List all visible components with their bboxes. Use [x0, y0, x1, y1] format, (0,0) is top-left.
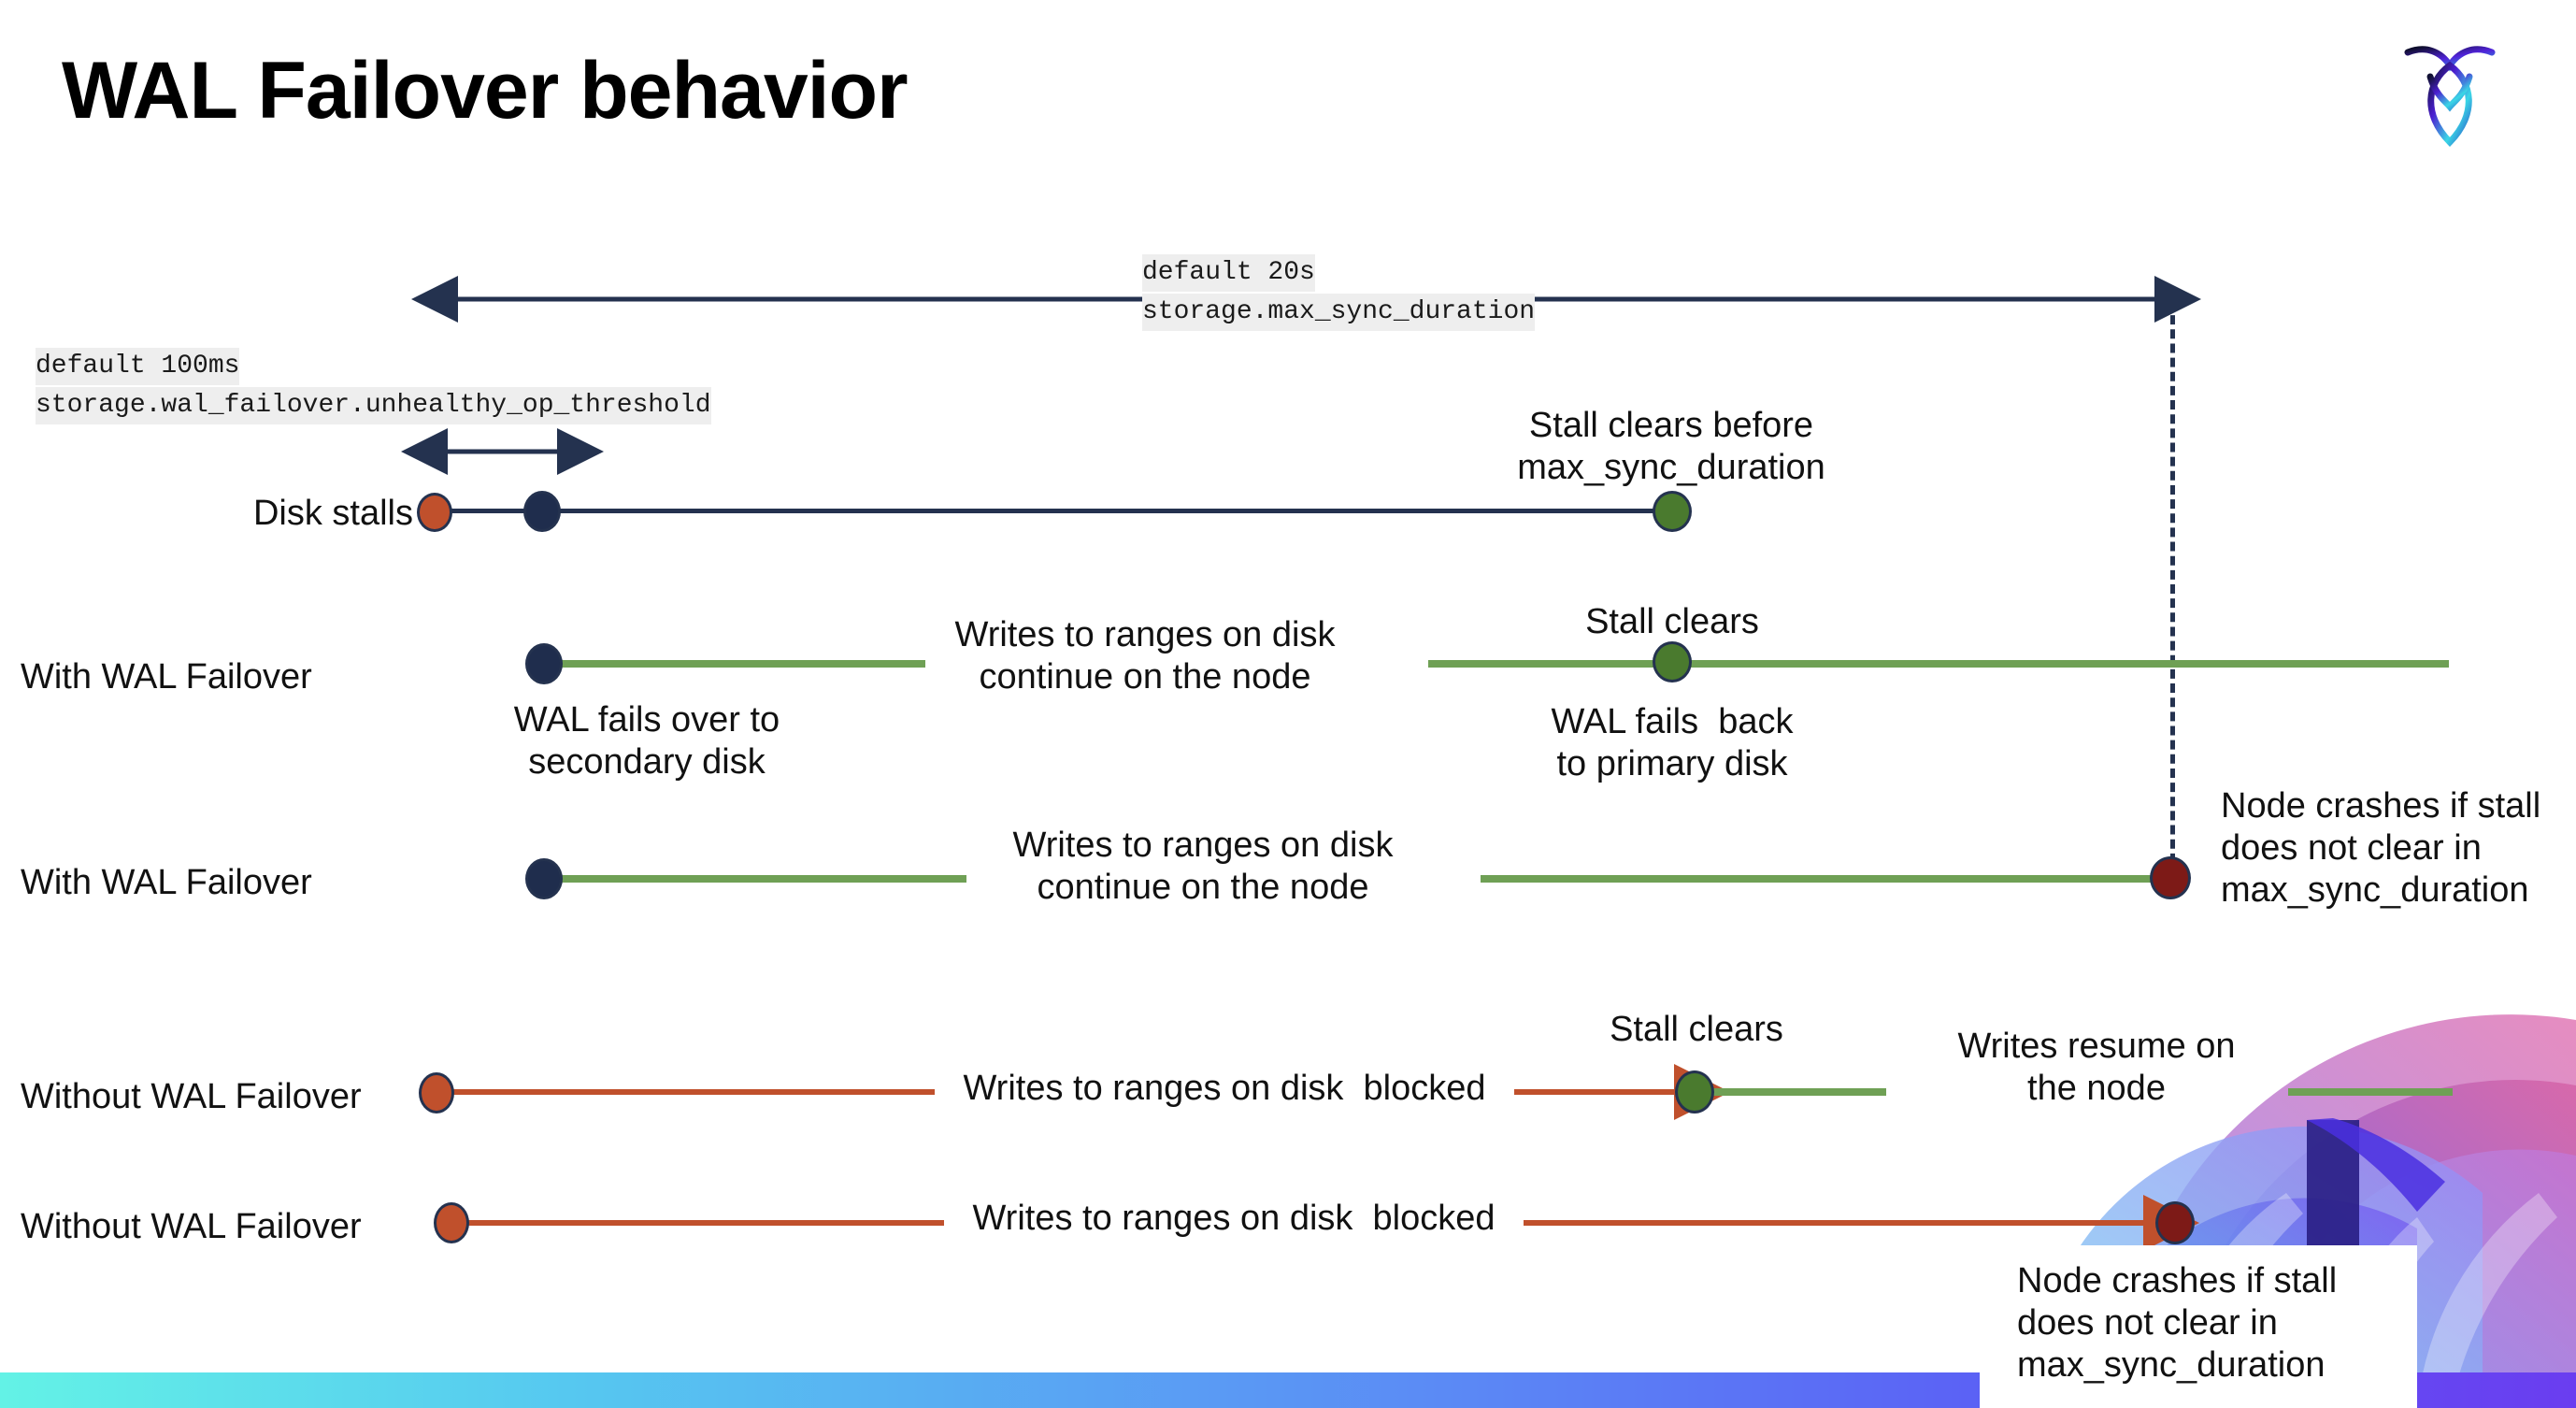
note-writes-resume: Writes resume on the node [1957, 1027, 2236, 1109]
disk-stall-start-dot-2 [419, 1072, 454, 1113]
disk-stalls-timeline [436, 509, 1669, 513]
max-sync-dashed-connector [2170, 301, 2175, 877]
stall-clears-dot-2 [1675, 1070, 1714, 1113]
wal-failover-start-dot-2 [525, 858, 563, 899]
note-writes-continue-2: Writes to ranges on disk continue on the… [1012, 826, 1394, 908]
wal-failover-segment-2a [544, 875, 966, 883]
node-crash-dot-1 [2150, 856, 2191, 899]
max-sync-setting-chip: storage.max_sync_duration [1142, 294, 1536, 331]
note-wal-fails-back: WAL fails back to primary disk [1551, 702, 1794, 784]
wal-failover-segment-2b [1481, 875, 2172, 883]
unhealthy-default-chip: default 100ms [36, 348, 240, 385]
wal-failover-recovered-segment [1428, 660, 2449, 668]
row-label-without-wal-failover-1: Without WAL Failover [21, 1077, 362, 1116]
disk-stall-clears-dot [1653, 491, 1692, 532]
unhealthy-threshold-arrow [401, 428, 604, 475]
note-wal-fails-over: WAL fails over to secondary disk [513, 700, 780, 783]
page-title: WAL Failover behavior [62, 46, 909, 136]
note-stall-clears-1: Stall clears [1585, 602, 1759, 641]
note-node-crashes-1: Node crashes if stall does not clear in … [2221, 786, 2541, 911]
note-writes-blocked-1: Writes to ranges on disk blocked [935, 1068, 1514, 1111]
without-failover-resume-segment-1 [1710, 1088, 1886, 1096]
disk-stall-start-dot [417, 493, 452, 532]
note-stall-clears-2: Stall clears [1610, 1010, 1783, 1049]
note-writes-blocked-2: Writes to ranges on disk blocked [944, 1198, 1524, 1241]
row-label-without-wal-failover-2: Without WAL Failover [21, 1207, 362, 1246]
unhealthy-setting-chip: storage.wal_failover.unhealthy_op_thresh… [36, 387, 711, 424]
row-label-with-wal-failover-1: With WAL Failover [21, 657, 312, 697]
note-node-crashes-2: Node crashes if stall does not clear in … [2017, 1261, 2338, 1386]
note-writes-continue-1: Writes to ranges on disk continue on the… [954, 615, 1336, 697]
row-label-disk-stalls: Disk stalls [252, 494, 413, 533]
wal-failover-trigger-dot [523, 491, 561, 532]
note-stall-clears-before-max-sync: Stall clears before max_sync_duration [1517, 406, 1825, 488]
cockroachdb-logo [2389, 28, 2511, 159]
wal-fail-back-dot [1653, 641, 1692, 682]
node-crash-dot-2 [2155, 1201, 2195, 1244]
node-crash-callout-panel [1980, 1245, 2417, 1408]
wal-failover-start-dot-1 [525, 643, 563, 684]
row-label-with-wal-failover-2: With WAL Failover [21, 863, 312, 902]
wal-failover-secondary-segment [544, 660, 925, 668]
max-sync-default-chip: default 20s [1142, 254, 1315, 292]
disk-stall-start-dot-3 [434, 1202, 469, 1243]
without-failover-resume-segment-2 [2288, 1088, 2453, 1096]
